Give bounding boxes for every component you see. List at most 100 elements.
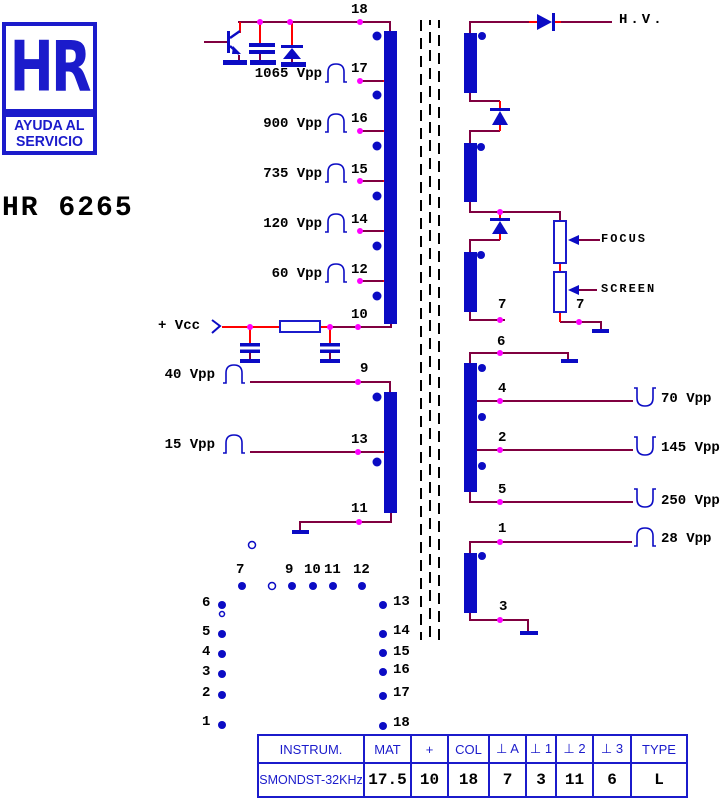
voltage-label-60vpp: 60 Vpp [271, 266, 322, 282]
vcc-label: + Vcc [158, 318, 201, 334]
pulse-up-icon [325, 63, 347, 83]
hr-logo: HR [2, 22, 97, 113]
pin-label-15: 15 [351, 162, 368, 178]
screen-label: SCREEN [601, 282, 657, 296]
ground-icon [592, 329, 609, 333]
ground-icon [292, 530, 309, 534]
ground-icon [223, 60, 247, 65]
pulse-down-icon [634, 387, 656, 407]
pinout-left-1: 1 [202, 714, 211, 730]
pin-label-17: 17 [351, 61, 368, 77]
vcc-filter-resistor-icon [279, 320, 321, 333]
pinout-left-2: 2 [202, 685, 211, 701]
pinout-top-10: 10 [304, 562, 321, 578]
unused-pin-icon [267, 581, 277, 591]
pulse-up-icon [634, 527, 656, 547]
value-mat: 17.5 [363, 762, 412, 798]
pin-label-13: 13 [351, 432, 368, 448]
col-header-instrum: INSTRUM. [257, 734, 365, 764]
pulse-down-icon [634, 488, 656, 508]
voltage-label-250vpp: 250 Vpp [661, 493, 720, 509]
spec-table: INSTRUM. MAT + COL ⊥ A ⊥ 1 ⊥ 2 ⊥ 3 TYPE … [257, 734, 688, 798]
pulse-up-icon [223, 434, 245, 454]
secondary-grounds [292, 329, 609, 635]
col-header-gnd-3: ⊥ 3 [592, 734, 632, 764]
secondary-diode-1-icon [490, 108, 510, 125]
transformer-core-icon [420, 20, 440, 640]
col-header-col: COL [447, 734, 490, 764]
pin-label-3: 3 [499, 599, 508, 615]
secondary-diode-2-icon [490, 218, 510, 234]
pinout-left-3: 3 [202, 664, 211, 680]
col-header-type: TYPE [630, 734, 688, 764]
voltage-label-735vpp: 735 Vpp [263, 166, 322, 182]
hr-logo-text: HR [9, 27, 92, 108]
screen-arrow-icon [568, 285, 579, 295]
pin-label-2: 2 [498, 430, 507, 446]
pin-label-16: 16 [351, 111, 368, 127]
pin-label-5: 5 [498, 482, 507, 498]
pulse-up-icon [325, 113, 347, 133]
value-instrum: SMONDST-32KHz [257, 762, 365, 798]
pulse-down-icon [634, 436, 656, 456]
unused-pin-icon [247, 540, 257, 550]
pin-label-4: 4 [498, 381, 507, 397]
value-gnd-2: 11 [555, 762, 594, 798]
transistor-icon [223, 29, 247, 65]
ground-icon [320, 359, 340, 363]
col-header-gnd-2: ⊥ 2 [555, 734, 594, 764]
pinout-top-7: 7 [236, 562, 245, 578]
value-plus: 10 [410, 762, 449, 798]
vcc-filter-capacitors-icon [240, 343, 340, 363]
pinout-left-6: 6 [202, 595, 211, 611]
vcc-connector-icon [211, 319, 222, 334]
primary-winding-upper [372, 31, 397, 324]
pin-label-12: 12 [351, 262, 368, 278]
col-header-plus: + [410, 734, 449, 764]
pin-label-18: 18 [351, 2, 368, 18]
focus-label: FOCUS [601, 232, 648, 246]
value-type: L [630, 762, 688, 798]
voltage-label-28vpp: 28 Vpp [661, 531, 712, 547]
pinout-right-14: 14 [393, 623, 410, 639]
ground-icon [281, 62, 306, 67]
tagline-line2: SERVICIO [16, 134, 83, 150]
pin-label-7-screen: 7 [576, 297, 585, 313]
damper-diode-icon [281, 45, 306, 67]
pinout-top-9: 9 [285, 562, 294, 578]
hv-label: H.V. [619, 12, 665, 28]
pinout-left-5: 5 [202, 624, 211, 640]
col-header-gnd-a: ⊥ A [488, 734, 527, 764]
wires [204, 21, 633, 631]
page-title: HR 6265 [2, 193, 134, 224]
hr-logo-tagline: AYUDA AL SERVICIO [2, 113, 97, 155]
value-col: 18 [447, 762, 490, 798]
pulse-up-icon [325, 263, 347, 283]
pin-label-14: 14 [351, 212, 368, 228]
col-header-gnd-1: ⊥ 1 [525, 734, 557, 764]
ground-icon [240, 359, 260, 363]
pin-label-10: 10 [351, 307, 368, 323]
focus-arrow-icon [568, 235, 579, 245]
pinout-right-18: 18 [393, 715, 410, 731]
pin-label-1: 1 [498, 521, 507, 537]
pinout-right-13: 13 [393, 594, 410, 610]
focus-pot-icon [553, 220, 579, 264]
ground-icon [520, 631, 538, 635]
voltage-label-1065vpp: 1065 Vpp [254, 66, 322, 82]
value-gnd-1: 3 [525, 762, 557, 798]
pulse-up-icon [325, 163, 347, 183]
voltage-label-120vpp: 120 Vpp [263, 216, 322, 232]
secondary-windings [464, 32, 486, 613]
screen-pot-icon [553, 271, 579, 313]
primary-winding-lower [372, 392, 397, 513]
pin-label-11: 11 [351, 501, 368, 517]
pinout-left-4: 4 [202, 644, 211, 660]
pinout-top-12: 12 [353, 562, 370, 578]
pinout-right-15: 15 [393, 644, 410, 660]
pulse-up-icon [325, 213, 347, 233]
snubber-capacitor-icon [249, 43, 276, 65]
pulse-up-icon [223, 364, 245, 384]
